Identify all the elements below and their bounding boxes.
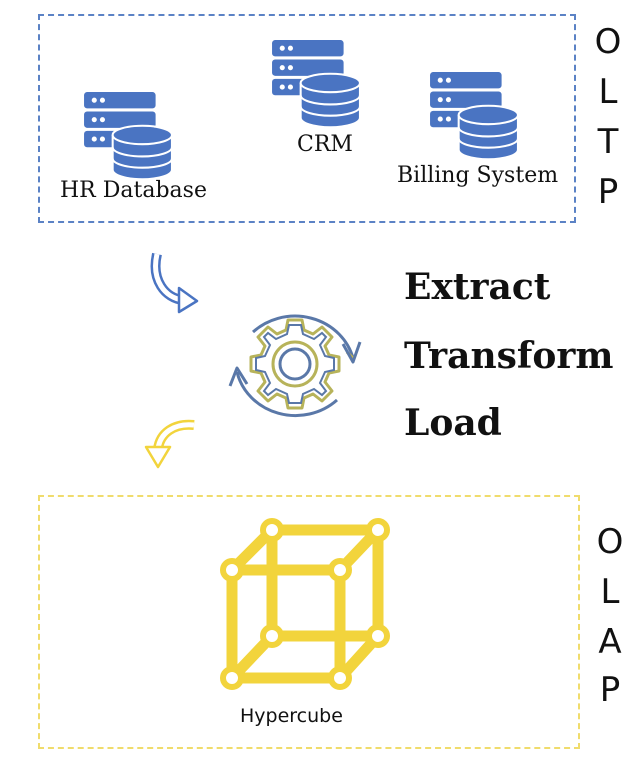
olap-frame xyxy=(38,495,580,749)
database-server-icon xyxy=(428,70,520,162)
db-label-billing: Billing System xyxy=(397,163,559,188)
olap-letter-l: L xyxy=(600,572,620,612)
arrow-down-left-icon xyxy=(144,419,195,469)
oltp-letter-p: P xyxy=(597,172,619,212)
olap-letter-o: O xyxy=(596,522,624,562)
olap-letter-p: P xyxy=(599,670,621,710)
hypercube-icon xyxy=(220,518,390,690)
hypercube-label: Hypercube xyxy=(240,705,343,727)
database-server-icon xyxy=(82,90,174,182)
etl-load: Load xyxy=(404,402,502,444)
oltp-frame xyxy=(38,14,576,223)
etl-transform: Transform xyxy=(404,335,614,377)
arrow-down-right-icon xyxy=(150,252,199,314)
etl-extract: Extract xyxy=(404,266,551,308)
database-server-icon xyxy=(270,38,362,130)
oltp-letter-t: T xyxy=(597,122,619,162)
oltp-letter-l: L xyxy=(598,72,618,112)
oltp-letter-o: O xyxy=(594,22,622,62)
olap-letter-a: A xyxy=(598,622,622,662)
db-label-crm: CRM xyxy=(297,132,353,157)
gear-cycle-icon xyxy=(228,314,362,418)
db-label-hr: HR Database xyxy=(60,178,207,203)
